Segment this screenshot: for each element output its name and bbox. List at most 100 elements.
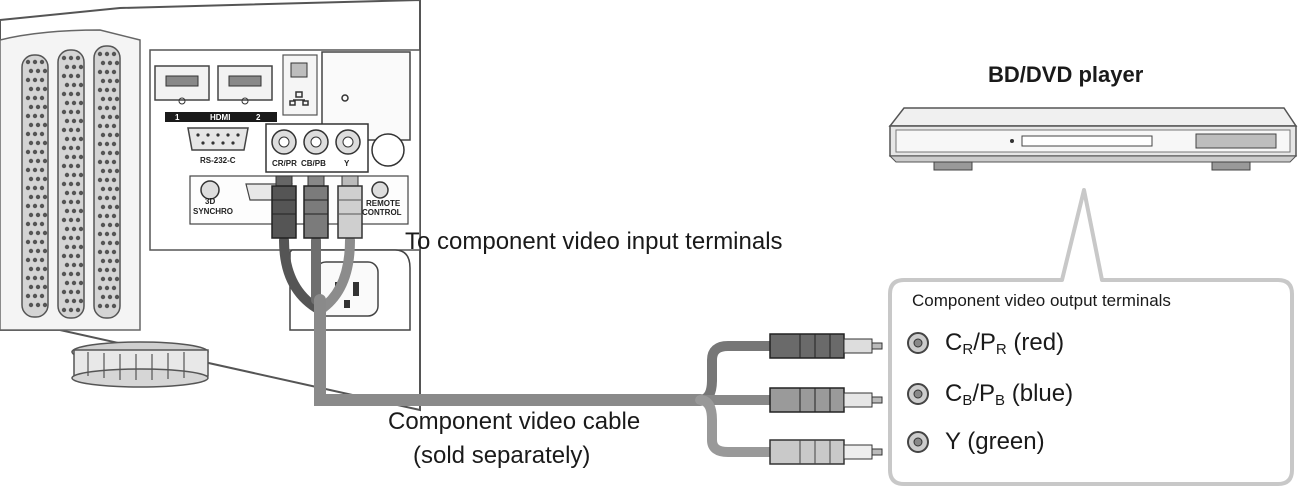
vent-hole xyxy=(114,78,120,84)
vent-hole xyxy=(28,194,34,200)
vent-hole xyxy=(68,145,74,151)
vent-hole xyxy=(42,284,48,290)
vent-hole xyxy=(100,60,106,66)
vent-hole xyxy=(68,253,74,259)
vent-hole xyxy=(78,208,84,214)
vent-hole xyxy=(64,118,70,124)
vent-hole xyxy=(32,203,38,209)
vent-hole xyxy=(114,204,120,210)
terminal-label-cb-pb: CB/PB (blue) xyxy=(945,380,1074,409)
vent-hole xyxy=(39,113,45,119)
vent-hole xyxy=(100,168,106,174)
vent-hole xyxy=(32,131,38,137)
vent-hole xyxy=(68,235,74,241)
hdmi-2-label: 2 xyxy=(256,113,261,122)
vent-hole xyxy=(42,230,48,236)
vent-hole xyxy=(97,123,103,129)
vent-hole xyxy=(61,289,67,295)
vent-hole xyxy=(114,186,120,192)
control-label: CONTROL xyxy=(362,208,402,217)
vent-hole xyxy=(32,59,38,65)
vent-hole xyxy=(111,249,117,255)
vent-hole xyxy=(107,168,113,174)
vent-hole xyxy=(111,303,117,309)
vent-hole xyxy=(111,213,117,219)
lan-port-icon xyxy=(282,54,318,116)
vent-hole xyxy=(42,140,48,146)
vent-hole xyxy=(61,127,67,133)
vent-hole xyxy=(35,104,41,110)
vent-hole xyxy=(64,136,70,142)
vent-hole xyxy=(61,145,67,151)
vent-hole xyxy=(28,68,34,74)
vent-hole xyxy=(64,64,70,70)
vent-hole xyxy=(42,68,48,74)
vent-hole xyxy=(111,195,117,201)
vent-hole xyxy=(25,113,31,119)
vent-hole xyxy=(25,95,31,101)
vent-hole xyxy=(32,95,38,101)
vent-hole xyxy=(35,230,41,236)
vent-hole xyxy=(68,73,74,79)
vent-hole xyxy=(42,212,48,218)
vent-hole xyxy=(61,235,67,241)
vent-hole xyxy=(32,275,38,281)
hdmi-label: HDMI xyxy=(210,113,230,122)
vent-hole xyxy=(104,105,110,111)
vent-hole xyxy=(42,248,48,254)
vent-hole xyxy=(97,51,103,57)
vent-hole xyxy=(75,289,81,295)
output-terminals-callout xyxy=(888,188,1294,486)
vent-hole xyxy=(114,294,120,300)
vent-hole xyxy=(111,231,117,237)
vent-hole xyxy=(107,204,113,210)
vent-hole xyxy=(107,276,113,282)
output-terminals-title: Component video output terminals xyxy=(912,291,1171,310)
vent-hole xyxy=(100,258,106,264)
vent-hole xyxy=(39,149,45,155)
vent-hole xyxy=(97,141,103,147)
vent-hole xyxy=(39,59,45,65)
vent-hole xyxy=(97,213,103,219)
vent-hole xyxy=(64,172,70,178)
vent-hole xyxy=(39,203,45,209)
vent-hole xyxy=(68,91,74,97)
vent-hole xyxy=(71,118,77,124)
vent-hole xyxy=(64,280,70,286)
vent-hole xyxy=(35,68,41,74)
vent-hole xyxy=(114,222,120,228)
vent-hole xyxy=(28,302,34,308)
vent-hole xyxy=(114,258,120,264)
vent-hole xyxy=(64,244,70,250)
terminal-label-y: Y (green) xyxy=(945,428,1045,455)
vent-hole xyxy=(78,100,84,106)
vent-hole xyxy=(114,240,120,246)
vent-hole xyxy=(104,285,110,291)
vent-hole xyxy=(71,280,77,286)
vent-hole xyxy=(71,208,77,214)
vent-hole xyxy=(104,213,110,219)
rs232c-label: RS-232-C xyxy=(200,156,236,165)
vent-hole xyxy=(107,96,113,102)
vent-hole xyxy=(78,64,84,70)
vent-hole xyxy=(104,177,110,183)
vent-hole xyxy=(28,230,34,236)
vent-hole xyxy=(61,163,67,169)
vent-hole xyxy=(104,267,110,273)
vent-hole xyxy=(28,266,34,272)
vent-hole xyxy=(68,289,74,295)
vent-hole xyxy=(32,149,38,155)
vent-hole xyxy=(75,163,81,169)
vent-hole xyxy=(61,91,67,97)
vent-hole xyxy=(32,293,38,299)
vent-grill xyxy=(21,45,121,319)
vent-hole xyxy=(61,55,67,61)
vent-hole xyxy=(68,127,74,133)
vent-hole xyxy=(32,239,38,245)
hdmi-ports: 1 HDMI 2 xyxy=(154,65,277,122)
vent-hole xyxy=(97,285,103,291)
vent-hole xyxy=(42,176,48,182)
vent-hole xyxy=(107,258,113,264)
vent-hole xyxy=(78,118,84,124)
